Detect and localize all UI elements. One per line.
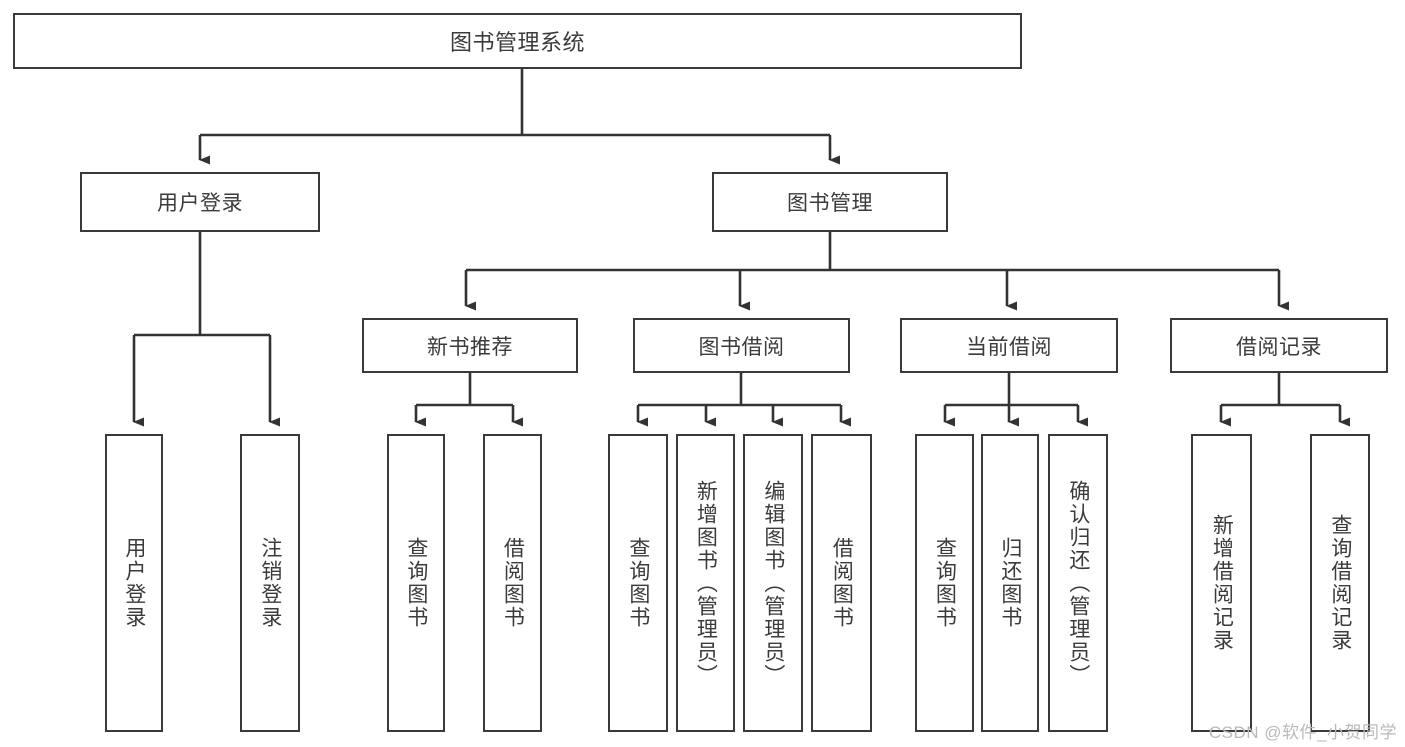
node-current-borrow[interactable]: 当前借阅: [900, 318, 1118, 373]
node-leaf-add-record[interactable]: 新增借阅记录: [1191, 434, 1252, 732]
node-leaf-borrow-book-1-label: 借阅图书: [501, 537, 525, 629]
node-leaf-edit-book[interactable]: 编辑图书（管理员）: [743, 434, 803, 732]
node-leaf-user-login[interactable]: 用户登录: [105, 434, 163, 732]
node-leaf-query-record[interactable]: 查询借阅记录: [1310, 434, 1370, 732]
node-root-system-label: 图书管理系统: [449, 30, 585, 55]
node-new-book-recommend[interactable]: 新书推荐: [362, 318, 578, 373]
node-book-borrow-label: 图书借阅: [698, 335, 785, 359]
node-leaf-add-book[interactable]: 新增图书（管理员）: [676, 434, 735, 732]
node-leaf-logout-label: 注销登录: [258, 537, 282, 629]
node-leaf-query-book-3[interactable]: 查询图书: [915, 434, 974, 732]
node-user-login[interactable]: 用户登录: [80, 172, 320, 232]
node-leaf-add-record-label: 新增借阅记录: [1210, 514, 1234, 652]
node-leaf-return-book-label: 归还图书: [998, 537, 1022, 629]
node-leaf-query-book-2[interactable]: 查询图书: [608, 434, 668, 732]
node-borrow-record-label: 借阅记录: [1236, 335, 1322, 359]
node-root-system[interactable]: 图书管理系统: [13, 13, 1022, 69]
node-leaf-borrow-book-2-label: 借阅图书: [830, 537, 854, 629]
node-borrow-record[interactable]: 借阅记录: [1170, 318, 1388, 373]
node-leaf-borrow-book-1[interactable]: 借阅图书: [483, 434, 542, 732]
node-leaf-query-book-1[interactable]: 查询图书: [387, 434, 445, 732]
node-leaf-borrow-book-2[interactable]: 借阅图书: [811, 434, 872, 732]
node-leaf-query-book-3-label: 查询图书: [933, 537, 957, 629]
node-leaf-return-book[interactable]: 归还图书: [981, 434, 1039, 732]
node-current-borrow-label: 当前借阅: [966, 335, 1052, 359]
node-book-management[interactable]: 图书管理: [712, 172, 948, 232]
node-book-borrow[interactable]: 图书借阅: [633, 318, 850, 373]
node-leaf-confirm-return-label: 确认归还（管理员）: [1066, 479, 1090, 687]
node-book-management-label: 图书管理: [787, 192, 873, 215]
node-leaf-user-login-label: 用户登录: [122, 537, 146, 629]
node-leaf-logout[interactable]: 注销登录: [240, 434, 300, 732]
node-leaf-query-record-label: 查询借阅记录: [1328, 514, 1352, 652]
node-leaf-query-book-2-label: 查询图书: [626, 537, 650, 629]
node-leaf-edit-book-label: 编辑图书（管理员）: [761, 479, 785, 687]
node-leaf-confirm-return[interactable]: 确认归还（管理员）: [1048, 434, 1108, 732]
node-new-book-recommend-label: 新书推荐: [427, 335, 513, 359]
csdn-watermark: CSDN @软件_小贺同学: [1208, 723, 1397, 742]
node-leaf-query-book-1-label: 查询图书: [404, 537, 428, 629]
node-leaf-add-book-label: 新增图书（管理员）: [694, 479, 718, 687]
node-user-login-label: 用户登录: [157, 192, 243, 215]
